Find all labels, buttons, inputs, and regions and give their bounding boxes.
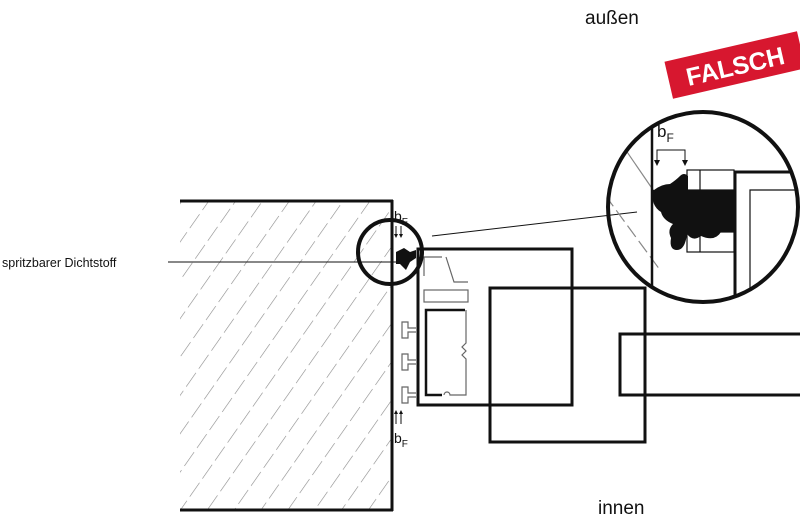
- window-sash: [488, 286, 647, 444]
- wrong-badge: FALSCH: [664, 31, 800, 99]
- detail-circle-small: [356, 211, 638, 286]
- inside-label: innen: [598, 498, 645, 519]
- sealant-blob-large: [651, 174, 735, 250]
- sealant-label: spritzbarer Dichtstoff: [2, 256, 117, 270]
- window-frame: [401, 247, 574, 407]
- outside-label: außen: [585, 8, 639, 29]
- svg-text:bF: bF: [657, 122, 674, 145]
- masonry-wall: [180, 199, 394, 512]
- joint-width-bottom: bF: [394, 410, 408, 450]
- svg-text:bF: bF: [394, 208, 408, 228]
- window-handle: [618, 332, 800, 397]
- sealant-blob: [396, 248, 416, 270]
- detail-circle-large: bF: [606, 110, 800, 304]
- svg-text:bF: bF: [394, 430, 408, 450]
- joint-width-top: bF: [394, 208, 408, 238]
